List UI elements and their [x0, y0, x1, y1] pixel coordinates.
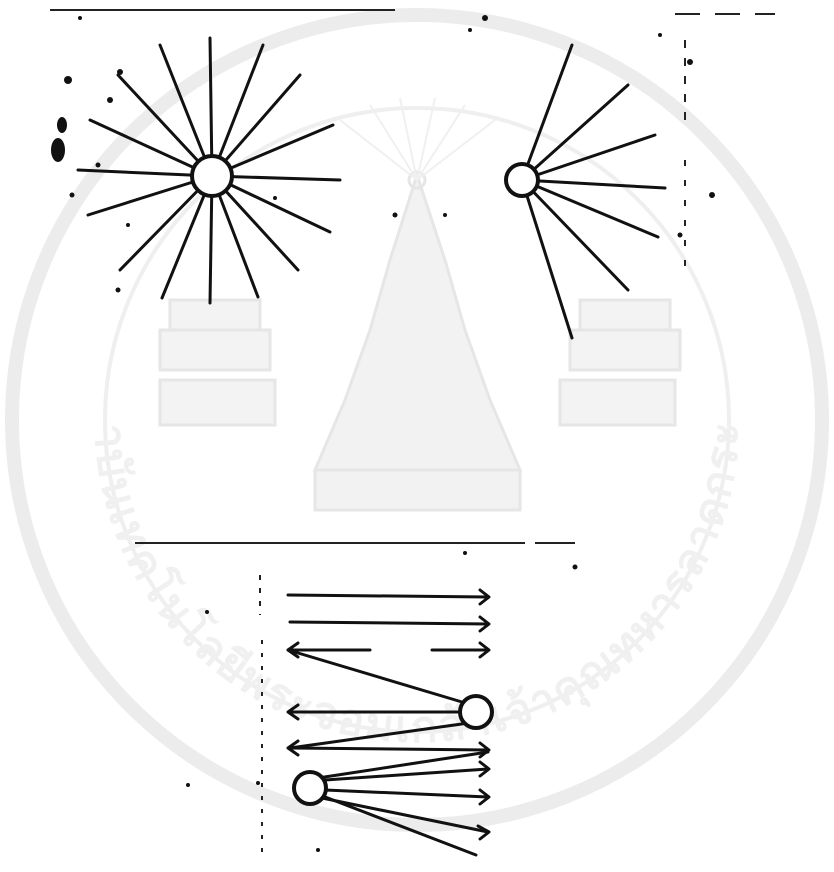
- seal-watermark: สถาบันเทคโนโลยีพระจอมเกล้าเจ้าคุณทหารลาด…: [0, 0, 822, 825]
- lower-node: [294, 772, 326, 804]
- upper-node: [460, 696, 492, 728]
